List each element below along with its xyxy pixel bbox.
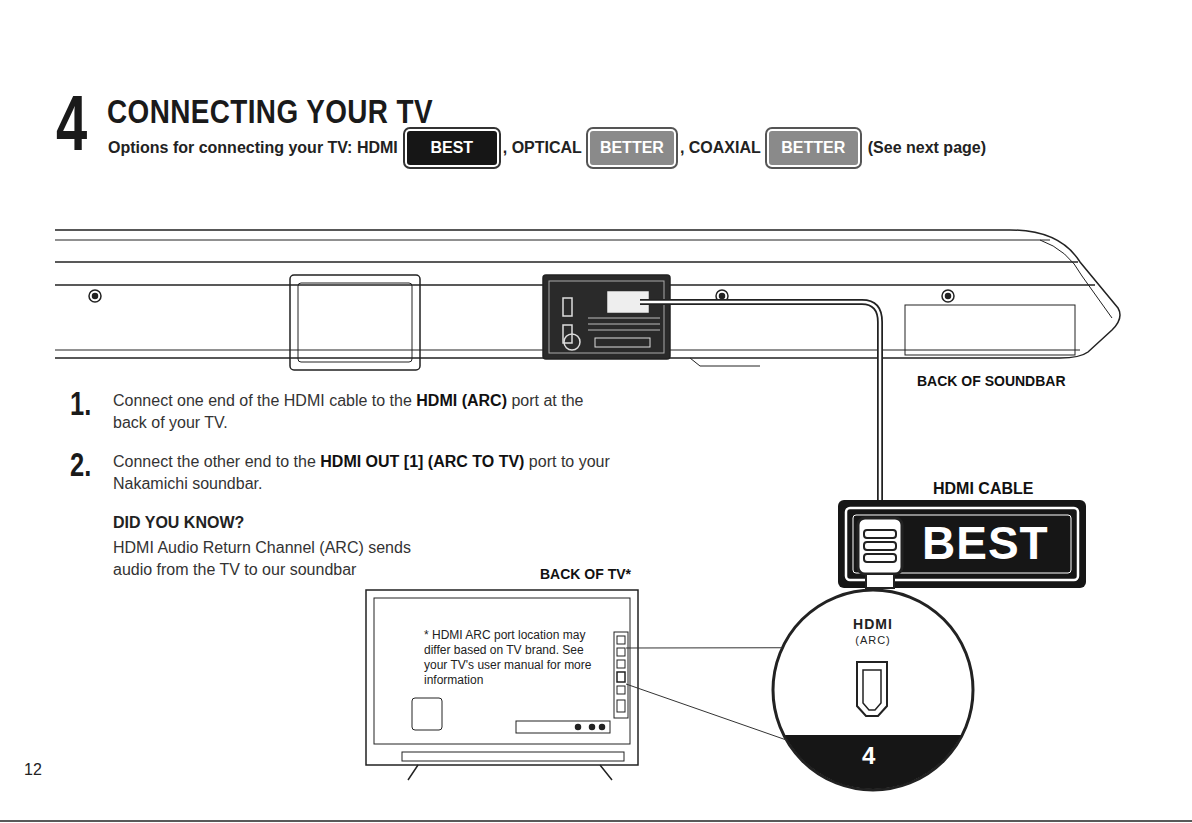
better-badge: BETTER [590, 131, 674, 165]
step-text: Connect one end of the HDMI cable to the… [113, 390, 613, 434]
options-text: (See next page) [868, 139, 986, 157]
tv-back-panel: * HDMI ARC port location may differ base… [366, 590, 638, 765]
node-text: HDMI [773, 616, 973, 632]
soundbar [55, 230, 1120, 370]
step-number: 1. [70, 386, 91, 420]
better-badge: BETTER [769, 131, 858, 165]
caption: HDMI CABLE [933, 480, 1033, 498]
port-number: 4 [862, 744, 875, 768]
zoom-circle [770, 590, 980, 795]
hdmi-plug [858, 518, 902, 588]
hdmi-cable [640, 302, 880, 520]
leader-line [626, 648, 786, 740]
page-rule [0, 820, 1192, 822]
options-text: , COAXIAL [680, 139, 761, 157]
options-text: Options for connecting your TV: HDMI [108, 139, 398, 157]
step-text: Connect the other end to the HDMI OUT [1… [113, 451, 613, 495]
best-badge-shape [838, 500, 1086, 588]
node-text: BEST [922, 514, 1049, 572]
best-badge: BEST [407, 131, 497, 165]
caption: BACK OF SOUNDBAR [917, 373, 1066, 389]
node-text: (ARC) [773, 634, 973, 647]
page-title: CONNECTING YOUR TV [107, 92, 433, 131]
node-text: BETTER [600, 139, 664, 157]
tv-back [366, 590, 638, 780]
node-text: * HDMI ARC port location may differ base… [424, 628, 596, 688]
page-number: 12 [24, 761, 42, 779]
port-name: HDMI (ARC) [416, 392, 507, 409]
step-text: Connect one end of the HDMI cable to the [113, 392, 412, 409]
hdmi-cable-core [640, 302, 880, 520]
node-text: BEST [430, 139, 473, 157]
note-heading: DID YOU KNOW? [113, 514, 244, 532]
step-text: Connect the other end to the [113, 453, 316, 470]
note-text: HDMI Audio Return Channel (ARC) sends au… [113, 537, 453, 581]
node-text: BETTER [781, 139, 845, 157]
port-name: HDMI OUT [1] (ARC TO TV) [320, 453, 524, 470]
best-badge-large: BEST [838, 500, 1086, 588]
step-number: 4 [56, 84, 87, 162]
options-text: , OPTICAL [503, 139, 582, 157]
step-number: 2. [70, 447, 91, 481]
caption: BACK OF TV* [540, 566, 631, 582]
